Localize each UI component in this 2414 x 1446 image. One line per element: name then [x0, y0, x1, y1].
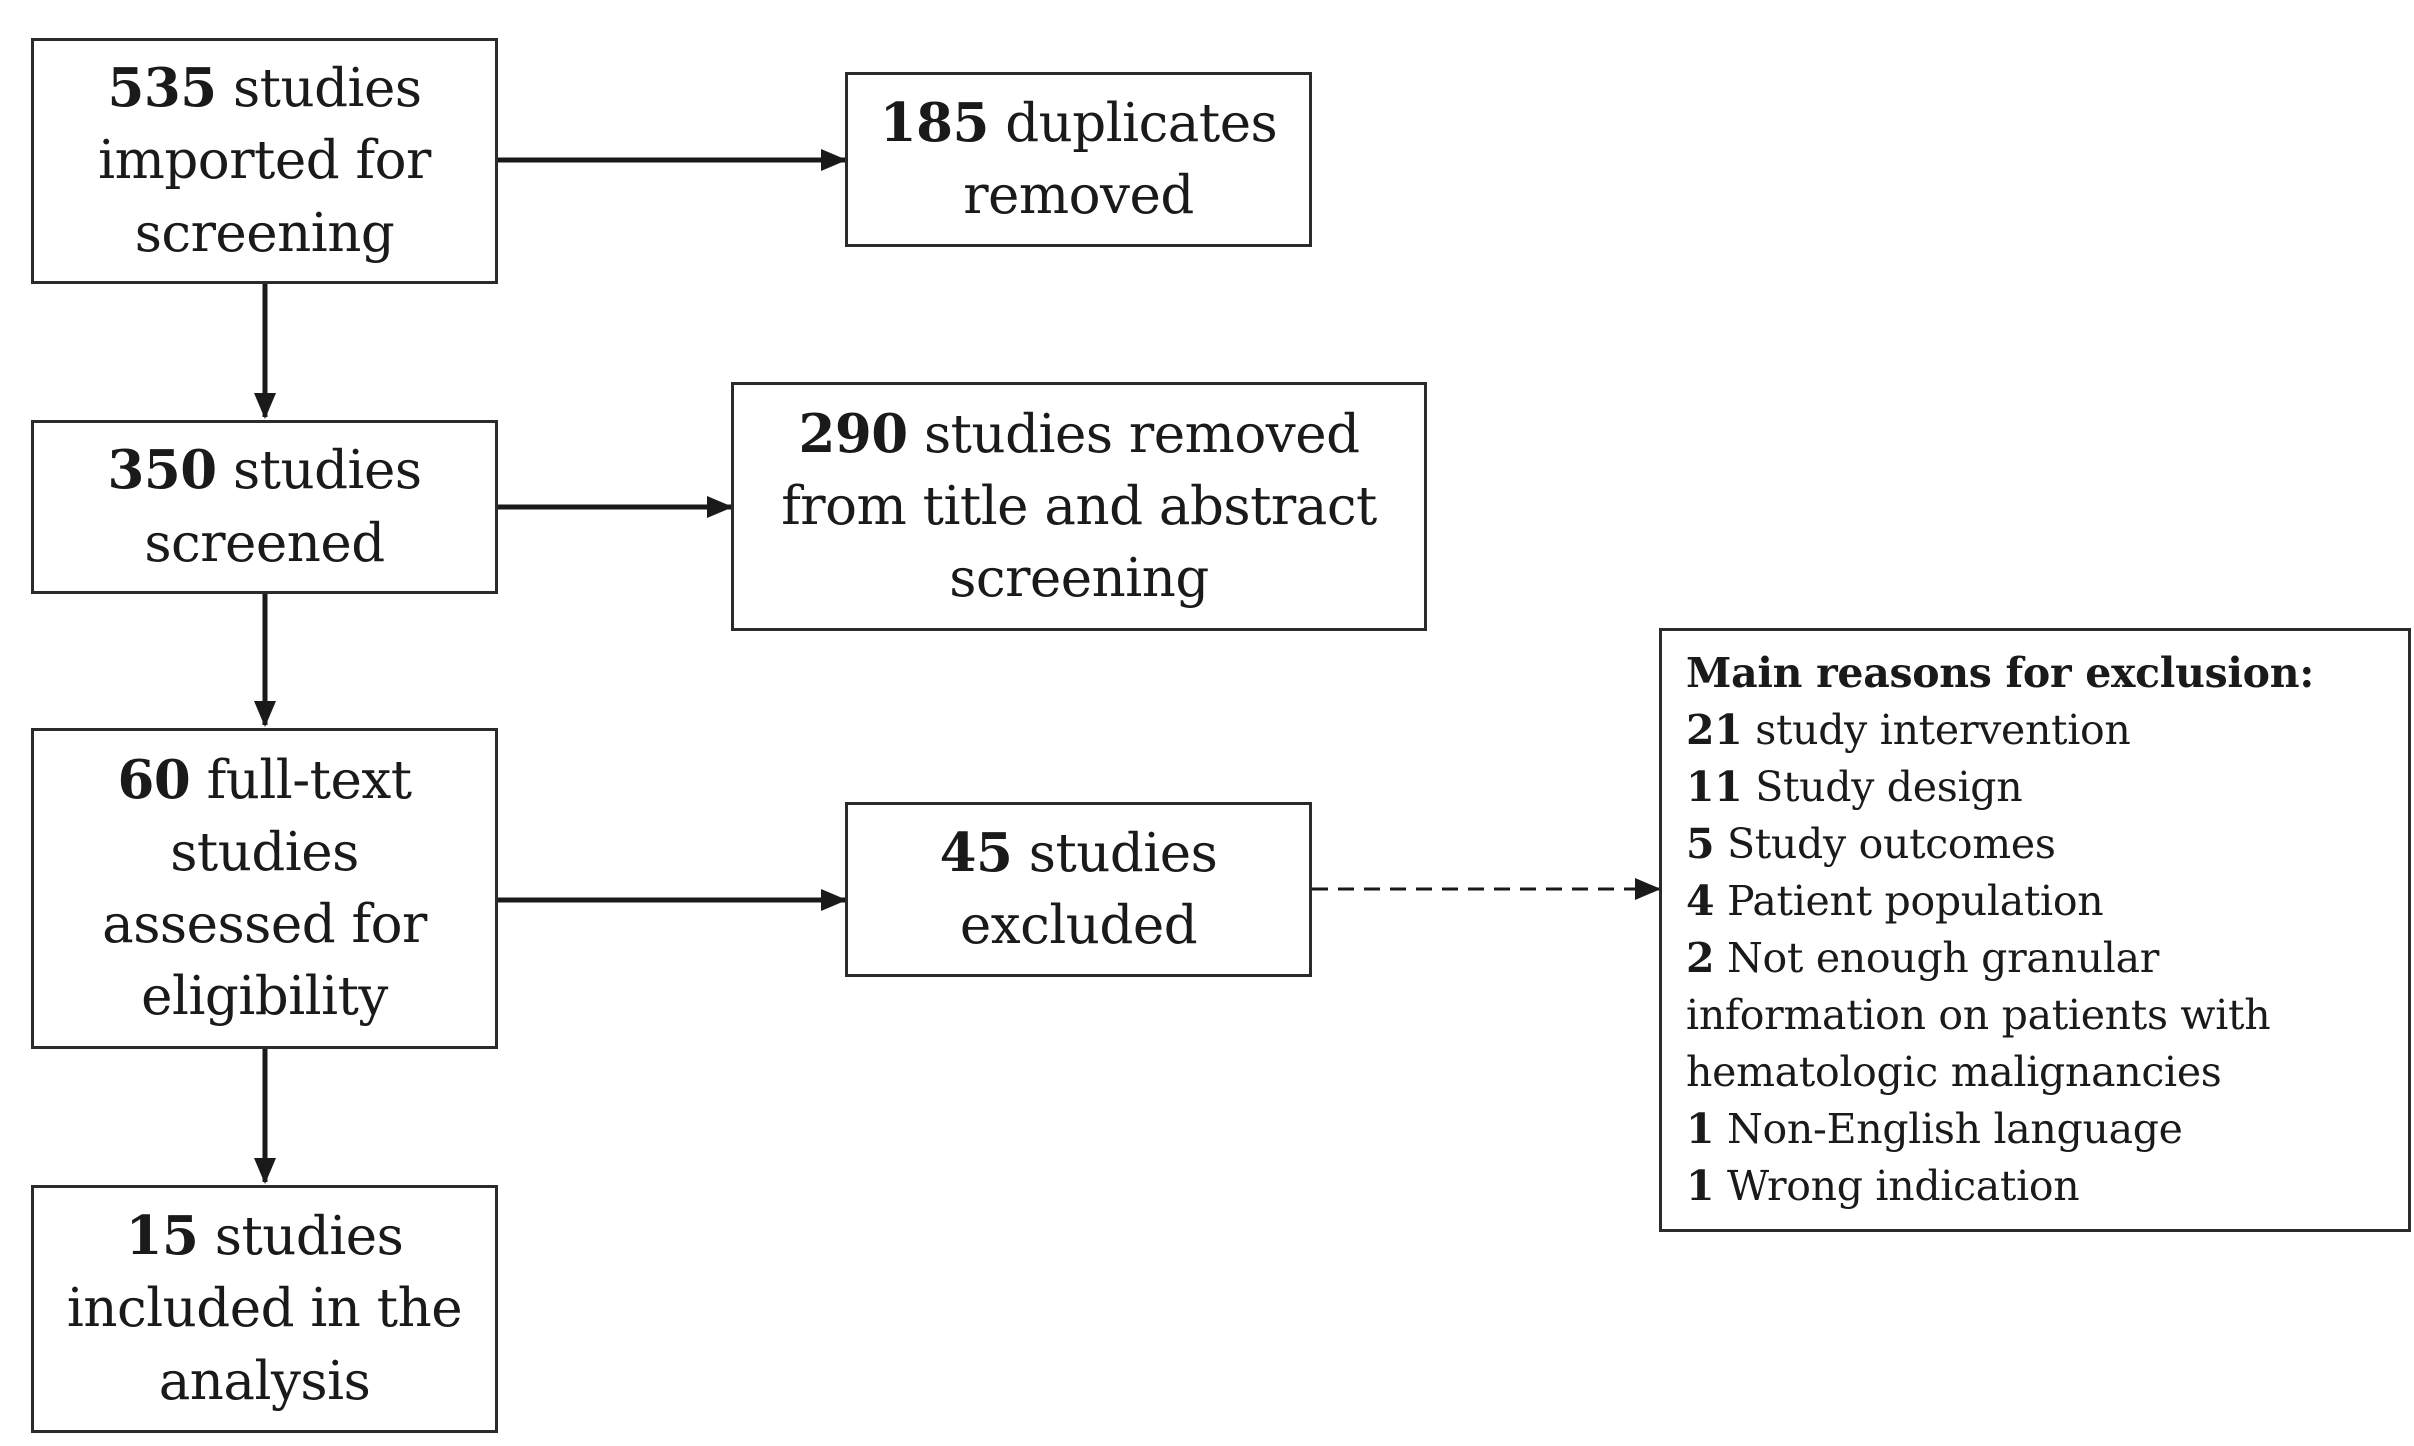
reason-text: Study design	[1742, 762, 2023, 811]
included-text: studies included in the analysis	[66, 1206, 463, 1412]
box-studies-excluded: 45 studies excluded	[845, 802, 1312, 977]
reason-count: 11	[1686, 762, 1743, 811]
reasons-heading: Main reasons for exclusion:	[1686, 649, 2315, 697]
fulltext-text: full-text studies assessed for eligibili…	[102, 749, 427, 1028]
screened-count: 350	[107, 439, 217, 502]
reason-item: 1 Wrong indication	[1686, 1158, 2388, 1215]
reason-count: 2	[1686, 933, 1715, 982]
box-duplicates-removed: 185 duplicates removed	[845, 72, 1312, 247]
reason-item: 4 Patient population	[1686, 873, 2388, 930]
reason-item: 21 study intervention	[1686, 702, 2388, 759]
reason-text: study intervention	[1742, 705, 2131, 754]
box-exclusion-reasons: Main reasons for exclusion: 21 study int…	[1659, 628, 2411, 1232]
box-imported-for-screening: 535 studies imported for screening	[31, 38, 498, 284]
reason-count: 21	[1686, 705, 1743, 754]
reason-count: 1	[1686, 1104, 1715, 1153]
reason-text: Non-English language	[1714, 1104, 2183, 1153]
reason-text: Study outcomes	[1714, 819, 2056, 868]
duplicates-count: 185	[879, 91, 990, 154]
removed-title-text: studies removed from title and abstract …	[781, 403, 1377, 610]
reason-item: 1 Non-English language	[1686, 1101, 2388, 1158]
duplicates-text: duplicates removed	[963, 92, 1278, 226]
reason-item: 11 Study design	[1686, 759, 2388, 816]
box-studies-included: 15 studies included in the analysis	[31, 1185, 498, 1433]
reason-text: Not enough granular information on patie…	[1686, 933, 2271, 1096]
reason-count: 4	[1686, 876, 1715, 925]
excluded-count: 45	[939, 821, 1013, 884]
box-studies-screened: 350 studies screened	[31, 420, 498, 594]
box-removed-title-abstract: 290 studies removed from title and abstr…	[731, 382, 1427, 631]
reason-item: 5 Study outcomes	[1686, 816, 2388, 873]
reason-count: 1	[1686, 1161, 1715, 1210]
included-count: 15	[125, 1205, 199, 1268]
fulltext-count: 60	[117, 748, 191, 811]
reason-text: Wrong indication	[1714, 1161, 2080, 1210]
imported-text: studies imported for screening	[98, 58, 431, 264]
screened-text: studies screened	[144, 440, 422, 574]
excluded-text: studies excluded	[959, 822, 1218, 956]
box-fulltext-assessed: 60 full-text studies assessed for eligib…	[31, 728, 498, 1049]
imported-count: 535	[107, 57, 217, 120]
reason-text: Patient population	[1714, 876, 2104, 925]
removed-title-count: 290	[798, 402, 908, 465]
reason-count: 5	[1686, 819, 1715, 868]
reason-item-wrapped: 2 Not enough granular information on pat…	[1686, 930, 2386, 1101]
